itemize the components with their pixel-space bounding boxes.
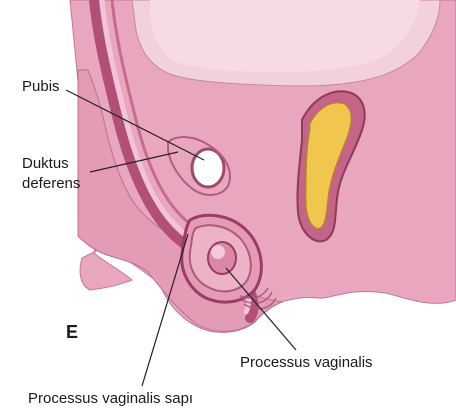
label-duktus-deferens-line1: Duktus — [22, 155, 69, 173]
panel-letter: E — [66, 322, 78, 343]
cavity-highlight — [211, 245, 225, 259]
label-processus-vaginalis: Processus vaginalis — [240, 354, 373, 372]
pubis-bone — [192, 149, 224, 187]
label-pubis: Pubis — [22, 78, 60, 96]
label-duktus-deferens-line2: deferens — [22, 175, 80, 193]
label-processus-vaginalis-sapi: Processus vaginalis sapı — [28, 390, 193, 408]
